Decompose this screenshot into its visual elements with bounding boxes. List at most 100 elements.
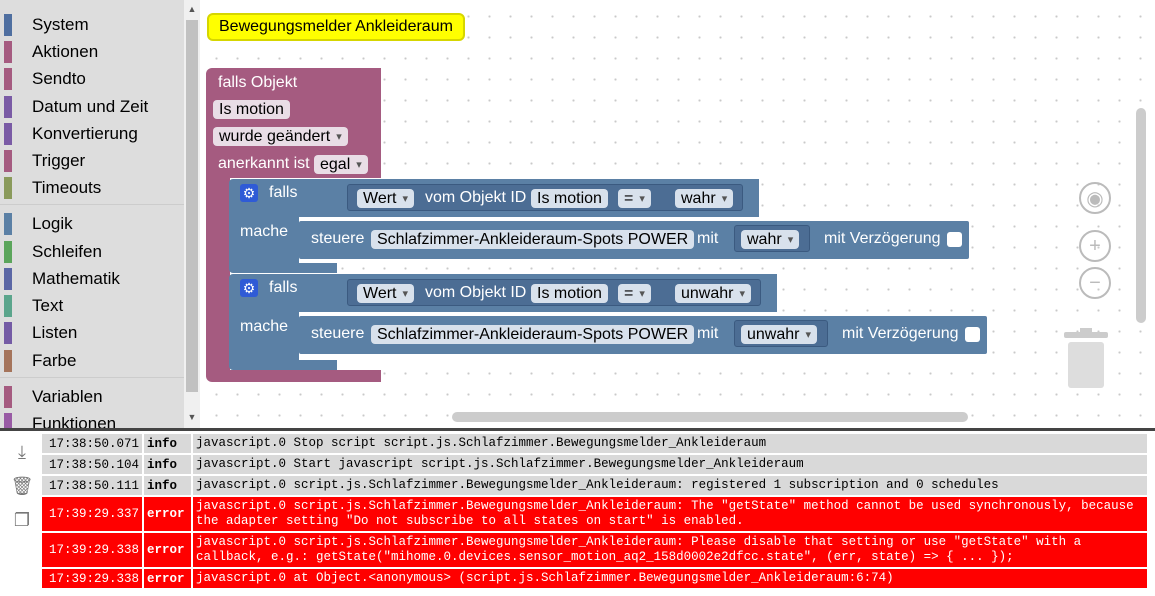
set-value-dropdown[interactable]: wahr	[741, 230, 800, 249]
compare-dropdown[interactable]: wahr	[675, 189, 734, 208]
control-label: steuere	[311, 325, 365, 342]
toolbox-item-label: Mathematik	[32, 269, 120, 288]
log-severity: error	[144, 569, 193, 588]
log-message: javascript.0 Start javascript script.js.…	[193, 455, 1149, 474]
trigger-ack-dropdown[interactable]: egal	[314, 155, 368, 174]
if-block-spine	[229, 312, 299, 362]
scroll-up-icon[interactable]: ▲	[187, 4, 197, 14]
toolbox-item-logik[interactable]: Logik	[0, 211, 184, 237]
trigger-block[interactable]: falls Objekt Is motion wurde geändert an…	[206, 68, 381, 382]
do-label: mache	[240, 223, 289, 240]
category-swatch	[4, 96, 12, 118]
value-dropdown[interactable]: Wert	[357, 284, 415, 303]
toolbox-item-schleifen[interactable]: Schleifen	[0, 239, 184, 265]
trigger-mode-dropdown[interactable]: wurde geändert	[213, 127, 348, 146]
scroll-down-icon[interactable]: ▼	[187, 412, 197, 422]
toolbox-item-label: Logik	[32, 214, 73, 233]
toolbox-item-trigger[interactable]: Trigger	[0, 148, 184, 174]
scroll-to-bottom-icon[interactable]: ⤓	[18, 441, 26, 462]
copy-icon[interactable]: ❐	[13, 509, 31, 530]
trigger-ack-label: anerkannt ist	[218, 155, 310, 172]
toolbox-item-text[interactable]: Text	[0, 293, 184, 319]
toolbox-item-variablen[interactable]: Variablen	[0, 384, 184, 410]
toolbox-item-timeouts[interactable]: Timeouts	[0, 175, 184, 201]
log-row: 17:38:50.071 info javascript.0 Stop scri…	[42, 434, 1149, 453]
gear-icon[interactable]: ⚙	[240, 279, 258, 297]
toolbox-item-label: Funktionen	[32, 414, 117, 428]
toolbox-item-label: Aktionen	[32, 42, 99, 61]
object-id-field[interactable]: Is motion	[531, 189, 608, 208]
log-time: 17:38:50.111	[42, 476, 144, 495]
trigger-object-field[interactable]: Is motion	[213, 100, 290, 119]
category-swatch	[4, 268, 12, 290]
toolbox-item-label: Text	[32, 296, 64, 315]
category-swatch	[4, 213, 12, 235]
toolbox-item-listen[interactable]: Listen	[0, 320, 184, 346]
toolbox-item-label: Konvertierung	[32, 124, 138, 143]
category-swatch	[4, 177, 12, 199]
category-swatch	[4, 241, 12, 263]
if-block-2[interactable]: ⚙ falls mache Wert vom Objekt ID Is moti…	[229, 274, 989, 372]
toolbox-item-label: Listen	[32, 323, 78, 342]
log-message: javascript.0 at Object.<anonymous> (scri…	[193, 569, 1149, 588]
log-row: 17:38:50.104 info javascript.0 Start jav…	[42, 455, 1149, 474]
workspace-horizontal-scrollbar[interactable]	[452, 412, 968, 422]
value-dropdown[interactable]: Wert	[357, 189, 415, 208]
delay-checkbox[interactable]	[965, 327, 980, 342]
if-block-1[interactable]: ⚙ falls mache Wert vom Objekt ID Is moti…	[229, 179, 969, 273]
comment-block[interactable]: Bewegungsmelder Ankleideraum	[207, 13, 465, 41]
target-object-field[interactable]: Schlafzimmer-Ankleideraum-Spots POWER	[371, 230, 695, 249]
log-toolbar: ⤓ 🗑 ❐	[0, 431, 42, 596]
log-severity: error	[144, 497, 193, 531]
log-row: 17:39:29.337 error javascript.0 script.j…	[42, 497, 1149, 531]
with-label: mit	[697, 325, 719, 342]
with-label: mit	[697, 230, 719, 247]
gear-icon[interactable]: ⚙	[240, 184, 258, 202]
toolbox-separator	[0, 204, 184, 205]
set-value-dropdown[interactable]: unwahr	[741, 325, 818, 344]
toolbox-scrollbar[interactable]: ▲ ▼	[184, 0, 200, 428]
of-object-label: vom Objekt ID	[425, 284, 527, 301]
log-row: 17:39:29.338 error javascript.0 script.j…	[42, 533, 1149, 567]
object-id-field[interactable]: Is motion	[531, 284, 608, 303]
log-message: javascript.0 script.js.Schlafzimmer.Bewe…	[193, 497, 1149, 531]
compare-dropdown[interactable]: unwahr	[675, 284, 752, 303]
toolbox-item-datum-und-zeit[interactable]: Datum und Zeit	[0, 94, 184, 120]
category-swatch	[4, 41, 12, 63]
log-severity: info	[144, 455, 193, 474]
category-swatch	[4, 350, 12, 372]
if-block-spine	[229, 217, 299, 265]
category-swatch	[4, 123, 12, 145]
delay-checkbox[interactable]	[947, 232, 962, 247]
zoom-out-icon[interactable]: −	[1079, 267, 1111, 299]
log-time: 17:38:50.104	[42, 455, 144, 474]
operator-dropdown[interactable]: =	[618, 284, 651, 303]
toolbox-item-aktionen[interactable]: Aktionen	[0, 39, 184, 65]
clear-log-icon[interactable]: 🗑	[10, 475, 34, 496]
toolbox-item-label: Variablen	[32, 387, 103, 406]
toolbox-item-farbe[interactable]: Farbe	[0, 348, 184, 374]
log-message: javascript.0 script.js.Schlafzimmer.Bewe…	[193, 533, 1149, 567]
toolbox-item-sendto[interactable]: Sendto	[0, 66, 184, 92]
log-panel: ⤓ 🗑 ❐ 17:38:50.071 info javascript.0 Sto…	[0, 428, 1155, 596]
category-swatch	[4, 68, 12, 90]
log-table: 17:38:50.071 info javascript.0 Stop scri…	[42, 434, 1149, 590]
recenter-icon[interactable]: ◉	[1079, 182, 1111, 214]
toolbox-item-funktionen[interactable]: Funktionen	[0, 411, 184, 428]
toolbox-item-label: System	[32, 15, 89, 34]
if-block-foot	[229, 263, 337, 273]
comment-text: Bewegungsmelder Ankleideraum	[219, 18, 453, 35]
zoom-in-icon[interactable]: +	[1079, 230, 1111, 262]
control-label: steuere	[311, 230, 365, 247]
trigger-title: falls Objekt	[218, 74, 298, 91]
toolbox-item-system[interactable]: System	[0, 12, 184, 38]
target-object-field[interactable]: Schlafzimmer-Ankleideraum-Spots POWER	[371, 325, 695, 344]
trash-icon[interactable]	[1062, 328, 1110, 390]
log-time: 17:39:29.337	[42, 497, 144, 531]
toolbox-item-mathematik[interactable]: Mathematik	[0, 266, 184, 292]
workspace-vertical-scrollbar[interactable]	[1136, 108, 1146, 323]
toolbox-scrollbar-thumb[interactable]	[186, 20, 198, 392]
operator-dropdown[interactable]: =	[618, 189, 651, 208]
toolbox-item-konvertierung[interactable]: Konvertierung	[0, 121, 184, 147]
